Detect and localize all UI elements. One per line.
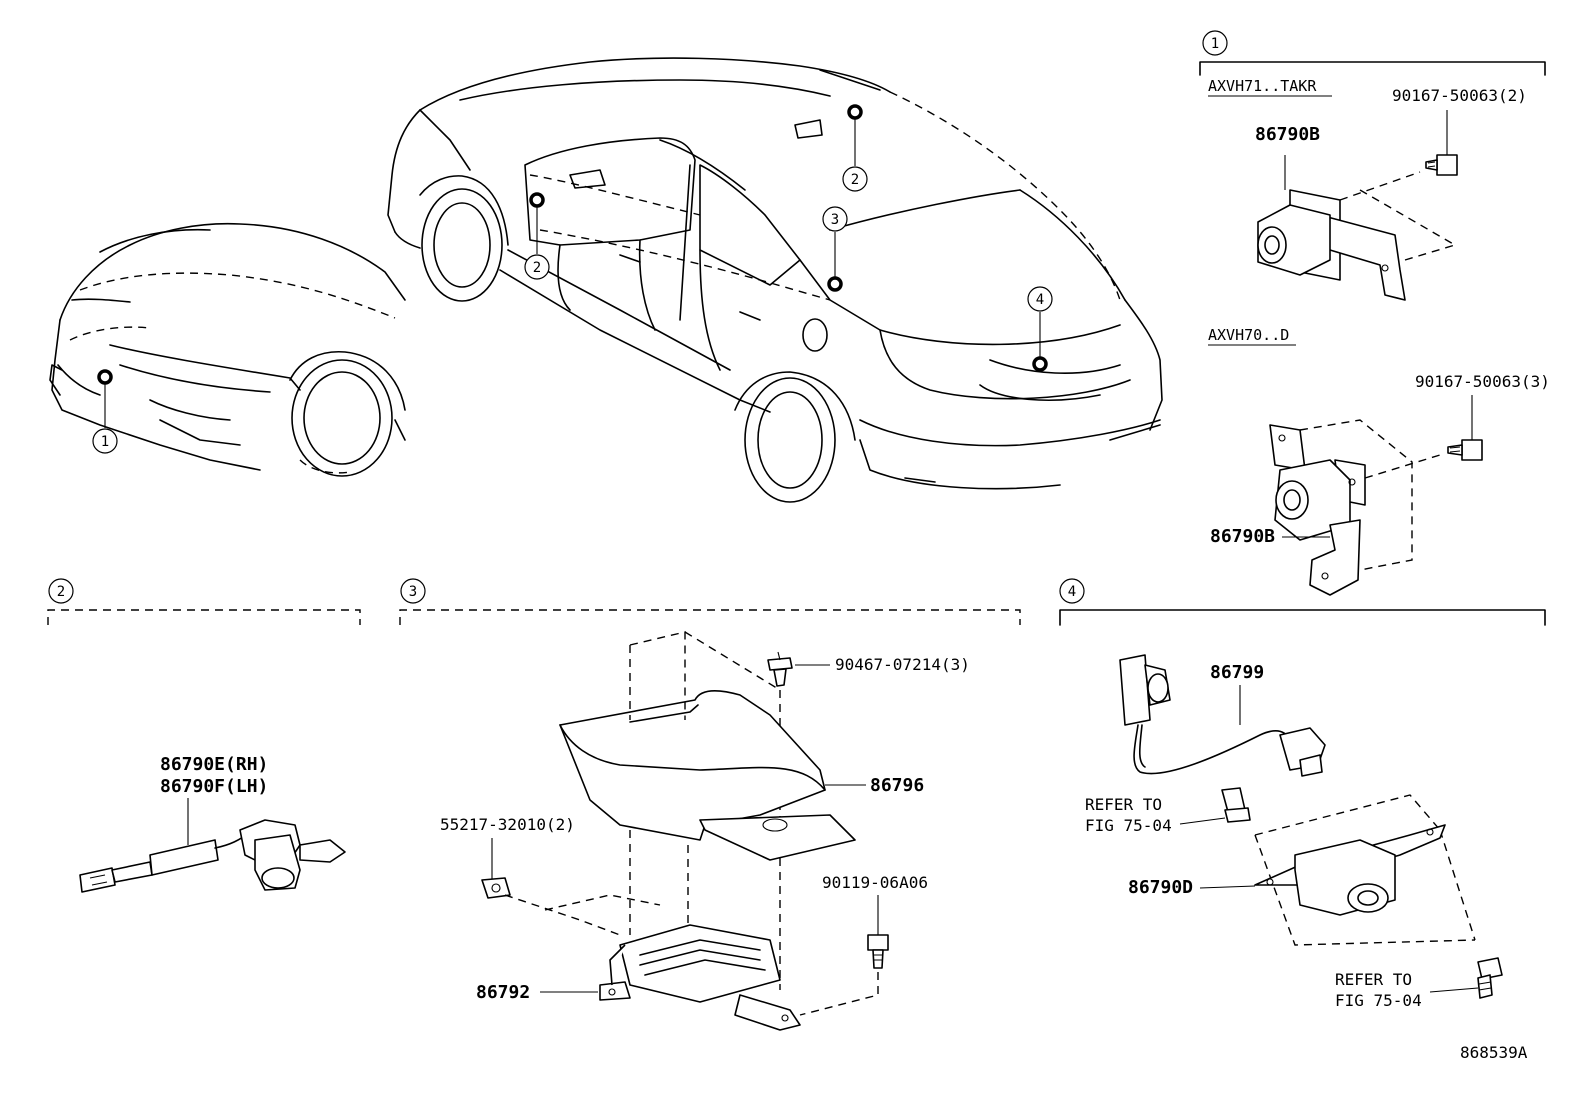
svg-text:4: 4 [1036, 292, 1044, 308]
svg-text:1: 1 [1211, 36, 1219, 52]
location-markers [97, 104, 1048, 428]
screw-a-icon [1425, 154, 1458, 176]
ecu-module-icon [599, 924, 801, 1031]
section-2-badge: 2 [48, 578, 74, 604]
svg-text:4: 4 [1068, 584, 1076, 600]
callout-4-car: 4 [1027, 286, 1053, 312]
camera-b-icon [1269, 424, 1366, 596]
callout-1-front: 1 [92, 428, 118, 454]
marker-2-right [847, 104, 863, 120]
clip-icon [767, 651, 793, 687]
svg-text:REFER TO: REFER TO [1335, 970, 1412, 989]
section-1-badge: 1 [1202, 30, 1228, 56]
rear-camera-icon [1254, 824, 1446, 916]
ecu-part: 86792 [476, 982, 530, 1003]
harness-part: 86799 [1210, 662, 1264, 683]
cover-part: 86796 [870, 775, 924, 796]
bolt-icon [867, 934, 889, 969]
svg-text:1: 1 [101, 434, 109, 450]
marker-1 [97, 369, 113, 385]
refer-note-1: REFER TO FIG 75-04 [1085, 795, 1172, 835]
svg-text:2: 2 [533, 260, 541, 276]
variant-a-camera-part: 86790B [1255, 124, 1320, 145]
rear-car-illustration [387, 57, 1163, 503]
camera-part-lh: 86790F(LH) [160, 776, 268, 797]
side-camera-icon [79, 819, 346, 893]
screw-b-icon [1447, 439, 1483, 461]
variant-b-label: AXVH70..D [1208, 326, 1289, 344]
marker-4 [1032, 356, 1048, 372]
figure-code: 868539A [1460, 1043, 1528, 1062]
svg-text:2: 2 [851, 172, 859, 188]
cover-icon [559, 690, 856, 861]
variant-a-screw-part: 90167-50063(2) [1392, 86, 1527, 105]
section-4-badge: 4 [1059, 578, 1085, 604]
section-3-badge: 3 [400, 578, 426, 604]
svg-text:3: 3 [409, 584, 417, 600]
camera-part-rh: 86790E(RH) [160, 754, 268, 775]
camera-a-icon [1257, 189, 1406, 301]
bolt-part: 90119-06A06 [822, 873, 928, 892]
section-1: 1 AXVH71..TAKR 90167-50063(2) 86790B AXV… [1199, 30, 1550, 596]
nut-part: 55217-32010(2) [440, 815, 575, 834]
front-car-illustration [49, 222, 406, 477]
callout-3-car: 3 [822, 206, 848, 232]
refer-note-2: REFER TO FIG 75-04 [1335, 970, 1422, 1010]
marker-3 [827, 276, 843, 292]
rear-screw-icon [1477, 957, 1503, 999]
clip-part: 90467-07214(3) [835, 655, 970, 674]
variant-b-camera-part: 86790B [1210, 526, 1275, 547]
svg-text:FIG 75-04: FIG 75-04 [1335, 991, 1422, 1010]
rear-camera-part: 86790D [1128, 877, 1193, 898]
section-2: 2 86790E(RH) 86790F(LH) [47, 578, 361, 893]
svg-text:2: 2 [57, 584, 65, 600]
svg-text:FIG 75-04: FIG 75-04 [1085, 816, 1172, 835]
variant-a-label: AXVH71..TAKR [1208, 77, 1317, 95]
retainer-clip-icon [1221, 787, 1251, 823]
svg-text:REFER TO: REFER TO [1085, 795, 1162, 814]
harness-icon [1119, 654, 1326, 777]
section-4: 4 86799 REFER TO FIG 75-04 [1059, 578, 1546, 1010]
marker-2-left [529, 192, 545, 208]
callout-2-right: 2 [842, 166, 868, 192]
svg-text:3: 3 [831, 212, 839, 228]
variant-b-screw-part: 90167-50063(3) [1415, 372, 1550, 391]
callout-2-left: 2 [524, 254, 550, 280]
nut-icon [481, 877, 511, 899]
section-3: 3 90467-07214(3) 86796 55217-32010(2) [399, 578, 1021, 1031]
